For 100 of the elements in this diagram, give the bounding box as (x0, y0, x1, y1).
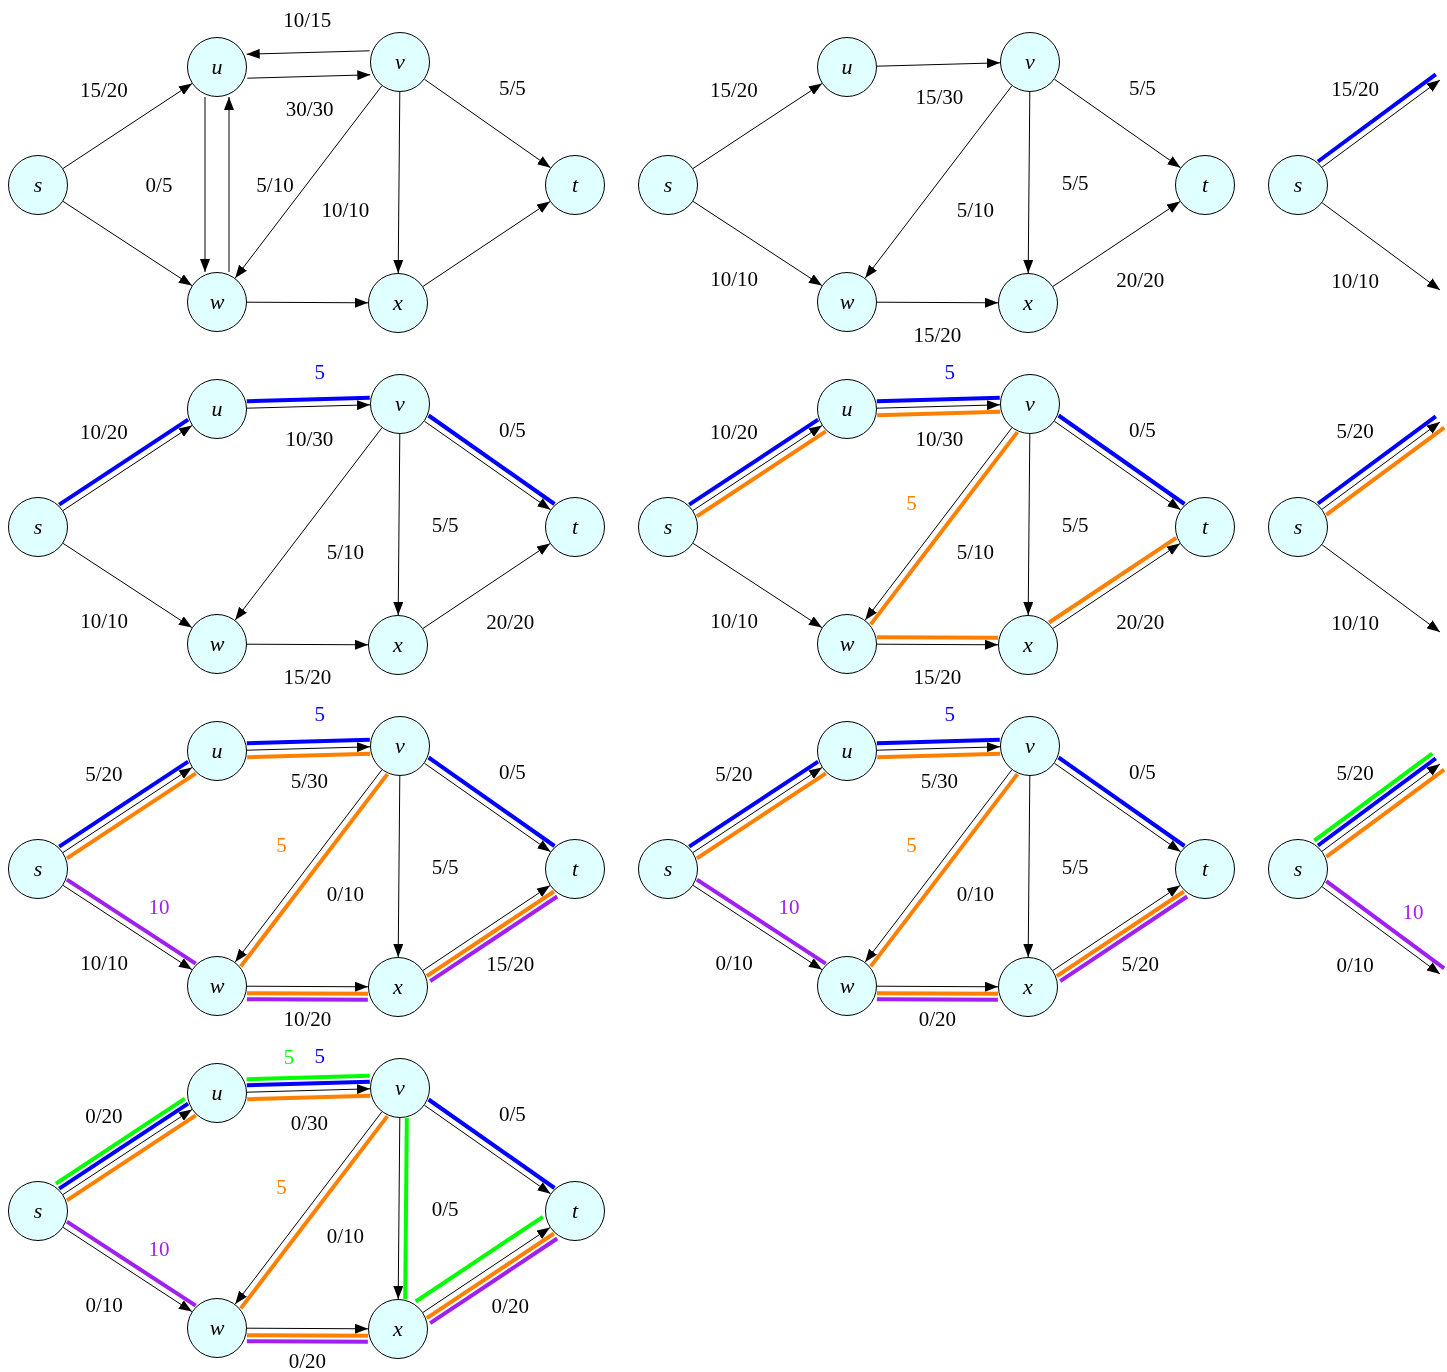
flow-path-line (876, 997, 998, 1002)
flow-path-line (427, 413, 556, 506)
node-circle: s (1268, 497, 1328, 557)
arrow (422, 543, 551, 629)
arrow (424, 762, 551, 853)
arrow (1023, 775, 1034, 958)
arrow (246, 400, 371, 411)
node-circle: u (187, 721, 247, 781)
arrow (876, 981, 999, 992)
node-circle: v (1000, 32, 1060, 92)
flow-path-line (1057, 413, 1186, 506)
flow-path-line (58, 760, 190, 849)
flow-path-line (877, 635, 998, 640)
flow-path-line (1048, 536, 1178, 625)
node-circle: v (370, 374, 430, 434)
node-circle: u (817, 37, 877, 97)
flow-path-line (246, 997, 368, 1002)
node-circle: v (1000, 716, 1060, 776)
arrow (62, 200, 193, 287)
flow-path-line (876, 737, 1000, 746)
node-circle: w (187, 1298, 247, 1358)
flow-path-line (246, 1073, 370, 1082)
arrow (62, 1226, 193, 1313)
node-circle: t (1175, 497, 1235, 557)
arrow (234, 85, 383, 279)
node-circle: t (545, 1181, 605, 1241)
node-circle: w (817, 956, 877, 1016)
arrow (1052, 201, 1181, 287)
arrow (393, 1117, 404, 1300)
flow-path-line (688, 760, 820, 849)
node-circle: x (998, 273, 1058, 333)
node-circle: s (638, 839, 698, 899)
arrow (692, 884, 823, 971)
flow-path-line (877, 409, 1001, 418)
arrow (224, 96, 234, 273)
arrow (1023, 433, 1034, 616)
node-circle: w (817, 272, 877, 332)
node-circle: x (998, 957, 1058, 1017)
arrow (1052, 885, 1181, 971)
flow-path-line (877, 751, 1001, 760)
flow-path-line (688, 418, 820, 507)
arrow (246, 1323, 369, 1334)
arrow (876, 58, 1001, 69)
arrow (424, 420, 551, 511)
node-circle: w (187, 614, 247, 674)
arrow (200, 96, 210, 273)
arrow (246, 742, 371, 753)
flow-path-line (65, 771, 197, 860)
flow-path-line (403, 1118, 409, 1300)
arrow (876, 639, 999, 650)
arrow (246, 981, 369, 992)
node-circle: u (187, 1063, 247, 1123)
node-circle: w (187, 272, 247, 332)
node-circle: t (1175, 155, 1235, 215)
arrow (246, 297, 369, 308)
arrow (424, 1104, 551, 1195)
node-circle: w (187, 956, 247, 1016)
node-circle: s (8, 497, 68, 557)
arrow (1321, 79, 1441, 168)
node-circle: v (370, 32, 430, 92)
flow-path-line (414, 1215, 544, 1304)
arrow (62, 1109, 193, 1195)
arrow (1052, 543, 1181, 629)
arrow (692, 83, 823, 169)
flow-path-line (65, 1113, 197, 1202)
node-circle: v (370, 716, 430, 776)
arrow (692, 767, 823, 853)
node-circle: x (998, 615, 1058, 675)
node-circle: u (187, 37, 247, 97)
arrow (1054, 420, 1181, 511)
node-circle: v (1000, 374, 1060, 434)
node-circle: x (368, 957, 428, 1017)
flow-path-line (695, 771, 827, 860)
flow-path-line (247, 991, 368, 996)
node-circle: w (817, 614, 877, 674)
node-circle: x (368, 1299, 428, 1359)
flow-path-line (247, 751, 371, 760)
flow-path-line (427, 1097, 556, 1190)
node-circle: t (1175, 839, 1235, 899)
flow-path-line (427, 755, 556, 848)
node-circle: v (370, 1058, 430, 1118)
arrow (876, 400, 1001, 411)
arrow (62, 767, 193, 853)
arrow (234, 427, 383, 621)
arrow (422, 1227, 551, 1313)
flow-path-line (1057, 755, 1186, 848)
flow-path-line (695, 429, 827, 518)
flow-path-line (695, 877, 827, 966)
arrow (1321, 886, 1441, 975)
flow-path-line (246, 1339, 368, 1344)
arrow (393, 433, 404, 616)
arrow (1321, 763, 1441, 852)
flow-path-line (877, 991, 998, 996)
node-circle: u (817, 379, 877, 439)
arrow (62, 884, 193, 971)
flow-path-line (1325, 768, 1446, 859)
arrow (62, 83, 193, 169)
node-circle: s (8, 155, 68, 215)
flow-path-line (1325, 879, 1446, 970)
arrow (62, 542, 193, 629)
